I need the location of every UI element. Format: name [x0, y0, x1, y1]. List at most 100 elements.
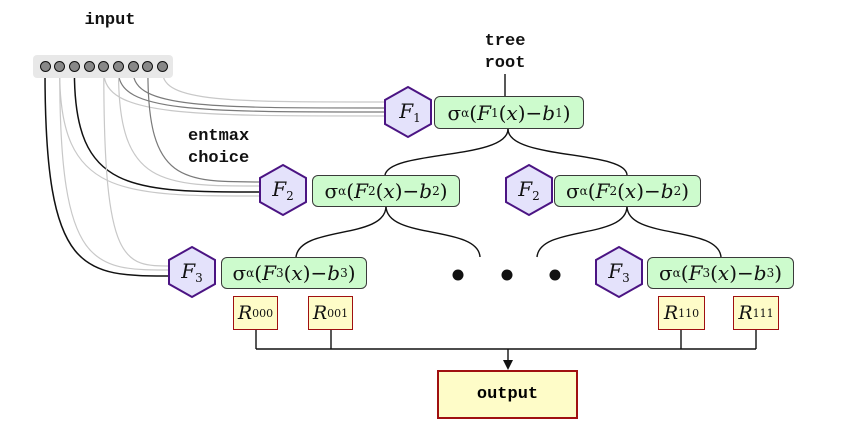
alpha-symbol: α: [461, 105, 470, 120]
input-wire: [73, 71, 262, 193]
feature-symbol: F: [477, 100, 491, 125]
input-node: [113, 61, 124, 72]
sigma-symbol: σ: [232, 261, 247, 285]
input-node: [98, 61, 110, 72]
entmax-choice-label: entmax choice: [188, 127, 250, 168]
input-wire: [103, 71, 385, 117]
threshold-index: 3: [766, 266, 775, 280]
input-wire: [117, 71, 385, 113]
alpha-symbol: α: [672, 266, 681, 280]
feature-index: 2: [367, 184, 376, 198]
input-node: [142, 61, 154, 72]
tree-root-label: tree root: [484, 32, 526, 73]
input-node: [127, 61, 139, 72]
input-node: [39, 61, 51, 72]
response-index: 111: [752, 306, 774, 320]
edge-f1-left: [384, 128, 509, 176]
feature-symbol: F: [262, 261, 276, 285]
alpha-symbol: α: [338, 184, 347, 198]
feature-index: 3: [275, 266, 284, 280]
response-index: 001: [327, 306, 349, 320]
feature-index: 3: [702, 266, 711, 280]
hexagon-f2-left: [259, 163, 307, 217]
feature-hexagons: [168, 85, 643, 299]
input-wire: [132, 71, 385, 109]
alpha-symbol: α: [246, 266, 255, 280]
ellipsis-dot: [452, 269, 464, 281]
input-wire: [162, 71, 385, 103]
alpha-symbol: α: [579, 184, 588, 198]
sigma-symbol: σ: [658, 261, 673, 285]
feature-f3-left-label: F3: [170, 259, 214, 285]
feature-f1-label: F1: [388, 99, 432, 125]
input-wire: [117, 71, 262, 187]
edge-f2r-left: [536, 205, 628, 258]
feature-f2-right-label: F2: [507, 177, 551, 203]
feature-symbol: F: [688, 261, 703, 285]
feature-symbol: F: [354, 179, 368, 203]
sigma-symbol: σ: [565, 179, 580, 203]
edge-f2l-left: [295, 205, 387, 258]
threshold-index: 2: [432, 184, 440, 198]
hexagon-f3-left: [168, 245, 216, 299]
ellipsis-dot: [501, 269, 513, 281]
feature-symbol: F: [272, 177, 287, 201]
feature-symbol: F: [595, 179, 610, 203]
feature-index: 3: [195, 271, 203, 285]
input-wire: [147, 71, 262, 183]
feature-index: 2: [286, 189, 294, 203]
threshold-symbol: b: [419, 179, 433, 203]
response-index: 110: [678, 306, 700, 320]
input-wire: [103, 71, 172, 267]
threshold-symbol: b: [660, 179, 674, 203]
threshold-symbol: b: [542, 100, 556, 125]
output-box: output: [437, 370, 578, 419]
feature-index: 2: [609, 184, 618, 198]
tree-edges: [255, 74, 757, 362]
sigma-symbol: σ: [447, 100, 462, 125]
feature-index: 3: [622, 271, 630, 285]
output-label: output: [476, 385, 539, 404]
response-symbol: R: [312, 302, 328, 324]
threshold-symbol: b: [327, 261, 341, 285]
feature-index: 2: [532, 189, 540, 203]
input-node: [83, 61, 95, 72]
feature-f2-left-label: F2: [261, 177, 305, 203]
input-node: [157, 61, 169, 72]
edge-f2r-right: [626, 205, 722, 258]
hexagon-f2-right: [505, 163, 553, 217]
feature-symbol: F: [181, 259, 196, 283]
feature-index: 1: [490, 105, 499, 120]
threshold-symbol: b: [753, 261, 767, 285]
edge-f1-right: [507, 128, 628, 176]
input-wire: [59, 71, 172, 271]
threshold-index: 3: [340, 266, 348, 280]
threshold-index: 1: [555, 105, 563, 120]
input-node: [54, 61, 66, 72]
hexagon-f1: [384, 85, 432, 139]
feature-symbol: F: [518, 177, 533, 201]
feature-index: 1: [413, 111, 421, 125]
feature-symbol: F: [399, 99, 414, 123]
response-symbol: R: [663, 302, 679, 324]
feature-f3-right-label: F3: [597, 259, 641, 285]
edge-f2l-right: [385, 205, 481, 258]
feature-symbol: F: [608, 259, 623, 283]
ellipsis-dot: [549, 269, 561, 281]
hexagon-f3-right: [595, 245, 643, 299]
response-index: 000: [252, 306, 274, 320]
input-wire: [44, 71, 172, 277]
input-wires: [44, 71, 385, 277]
threshold-index: 2: [673, 184, 682, 198]
input-label: input: [84, 11, 136, 30]
response-symbol: R: [738, 302, 753, 324]
input-node: [68, 61, 80, 72]
